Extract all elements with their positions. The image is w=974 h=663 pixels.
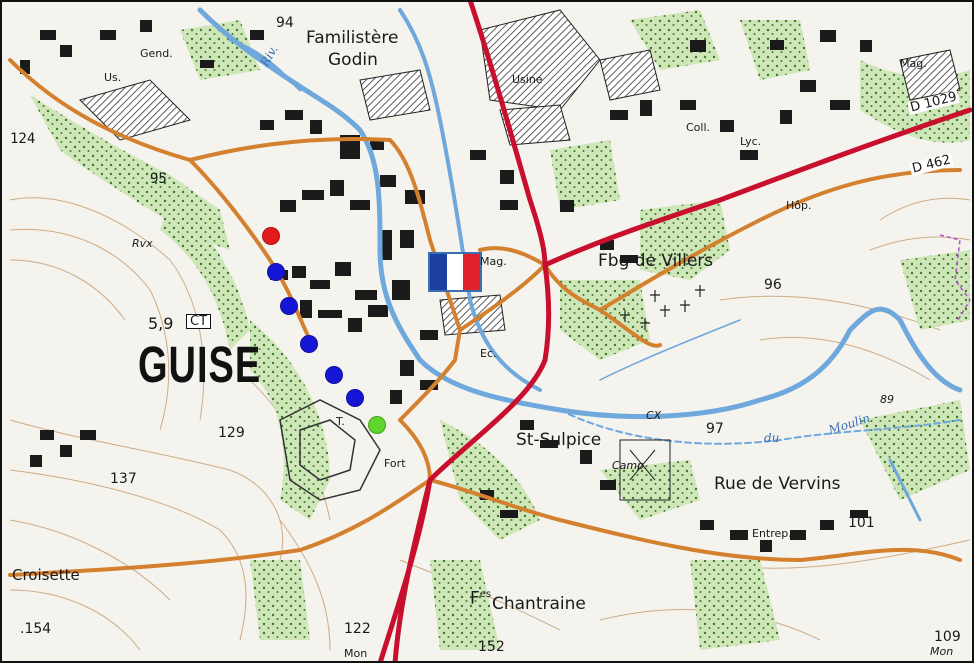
place-label-mag-center: Mag.: [480, 255, 507, 268]
place-label-gend: Gend.: [140, 47, 173, 60]
place-label-coll: Coll.: [686, 121, 711, 134]
administrative-boundary: [939, 234, 971, 321]
rivers: [197, 7, 963, 522]
flag-blue-stripe: [430, 254, 447, 290]
river-label-du: du: [764, 431, 780, 445]
place-label-camp: Camp.: [612, 459, 648, 472]
camp-area: [619, 439, 671, 501]
elevation-label: 97: [706, 421, 724, 437]
route-marker-start[interactable]: [262, 227, 280, 245]
place-label-usine: Usine: [512, 73, 543, 86]
place-label-familistere: Familistère: [306, 28, 399, 48]
place-label-t: T.: [336, 415, 345, 428]
main-roads: [377, 0, 973, 663]
route-marker-waypoint[interactable]: [325, 366, 343, 384]
place-label-us: Us.: [104, 71, 122, 84]
elevation-label: 122: [344, 621, 371, 637]
place-label-fbg-villers: Fbg de Villers: [598, 251, 714, 271]
place-label-f-prefix: Fes: [470, 590, 491, 608]
elevation-label: 124: [10, 131, 36, 147]
elevation-label: 96: [764, 277, 782, 293]
contour-lines: [9, 197, 971, 651]
town-label-guise: GUISE: [138, 337, 262, 394]
river-label-cx: CX: [646, 409, 662, 422]
f-prefix-sup: es: [479, 589, 492, 600]
france-flag-icon[interactable]: [428, 252, 482, 292]
route-marker-end[interactable]: [368, 416, 386, 434]
elevation-label: 89: [880, 393, 894, 406]
place-label-mon-right: Mon: [930, 645, 954, 658]
route-marker-waypoint[interactable]: [346, 389, 364, 407]
route-marker-waypoint[interactable]: [280, 297, 298, 315]
cemetery-crosses: [620, 285, 705, 330]
route-marker-waypoint[interactable]: [267, 263, 285, 281]
place-label-croisette: Croisette: [12, 566, 80, 584]
place-label-chantraine: Chantraine: [492, 594, 586, 614]
fort-outline: [279, 399, 381, 501]
industrial-buildings: [79, 9, 961, 336]
elevation-label: 129: [218, 425, 245, 441]
place-label-ec: Ec.: [480, 347, 497, 360]
place-label-rue-vervins: Rue de Vervins: [714, 474, 841, 494]
place-label-lyc: Lyc.: [740, 135, 762, 148]
place-label-st-sulpice: St-Sulpice: [516, 430, 602, 450]
place-label-hop: Hôp.: [786, 199, 812, 212]
place-label-fort: Fort: [384, 457, 406, 470]
secondary-roads: [8, 58, 962, 577]
f-prefix-text: F: [470, 588, 480, 609]
place-label-entrep: Entrep.: [752, 527, 792, 540]
elevation-label: 101: [848, 515, 875, 531]
elevation-label: 5,9: [148, 314, 174, 333]
elevation-label: 109: [934, 629, 961, 645]
place-label-rvx: Rvx: [132, 237, 153, 250]
flag-white-stripe: [446, 254, 464, 290]
place-label-mon: Mon: [344, 647, 368, 660]
ct-box-label: CT: [186, 314, 212, 329]
elevation-label: .154: [20, 621, 52, 637]
flag-red-stripe: [463, 254, 481, 290]
place-label-godin: Godin: [328, 50, 378, 70]
route-marker-waypoint[interactable]: [300, 335, 318, 353]
elevation-label: 152: [478, 639, 505, 655]
place-label-mag-top: Mag.: [900, 57, 927, 70]
elevation-label: 94: [276, 15, 294, 31]
elevation-label: 95: [150, 171, 167, 187]
elevation-label: 137: [110, 471, 137, 487]
